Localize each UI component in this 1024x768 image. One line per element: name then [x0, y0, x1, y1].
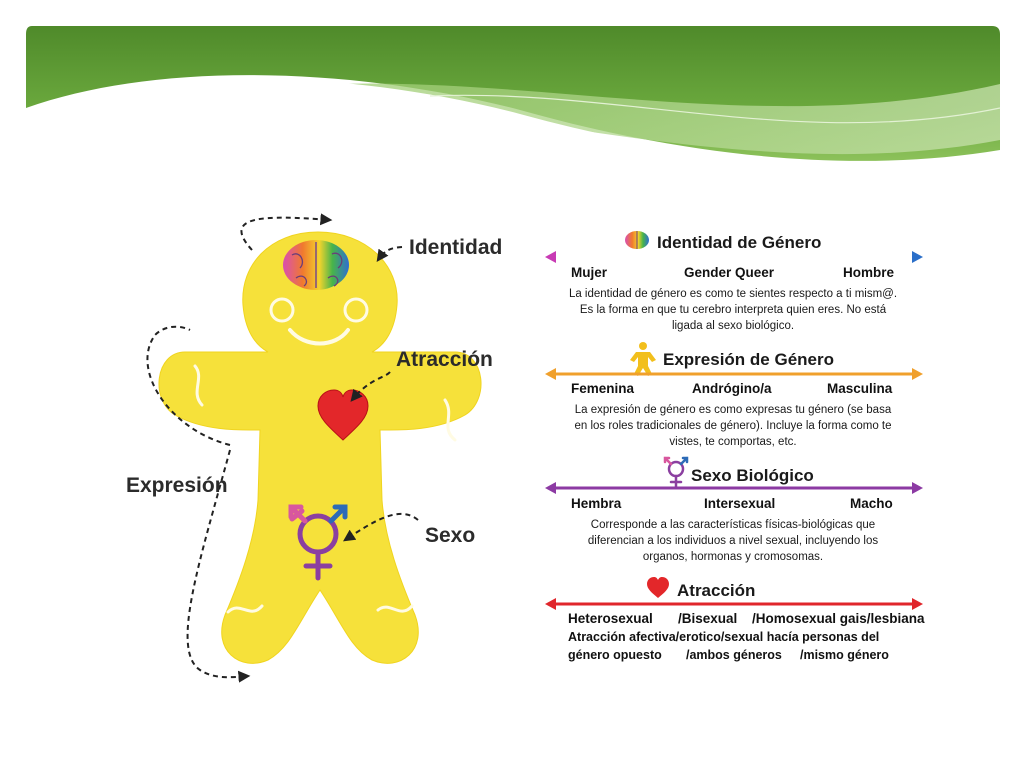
transgender-small-icon: [663, 456, 689, 489]
left-eye: [269, 297, 295, 323]
panel-title-identidad: Identidad de Género: [657, 233, 821, 252]
scale-femenina: Femenina: [571, 381, 635, 396]
arrow-identidad: [376, 246, 403, 262]
scale-hembra: Hembra: [571, 496, 622, 511]
arrow-atraccion: [350, 371, 391, 402]
right-eye: [343, 297, 369, 323]
desc-identidad-3: ligada al sexo biológico.: [672, 320, 794, 332]
arrow-top-loop: [240, 213, 333, 251]
person-icon: [630, 342, 656, 376]
banner-wave-white: [26, 78, 1000, 200]
panel-title-atraccion: Atracción: [677, 581, 755, 600]
brain-small-icon: [625, 231, 649, 249]
desc-atraccion-1: Atracción afectiva/erotico/sexual hacía …: [568, 630, 879, 644]
panel-atraccion: Atracción Heterosexual /Bisexual /Homose…: [545, 577, 925, 662]
desc-sexo-2: diferencian a los individuos a nivel sex…: [588, 535, 878, 547]
scale-heterosexual: Heterosexual: [568, 611, 653, 626]
gingerbread-figure: [158, 231, 482, 664]
scale-bisexual: /Bisexual: [678, 611, 737, 626]
panel-expresion: Expresión de Género Femenina Andrógino/a…: [545, 342, 923, 448]
heart-small-icon: [647, 577, 669, 598]
panel-title-expresion: Expresión de Género: [663, 350, 834, 369]
banner-wave-line: [429, 94, 1001, 124]
desc-expresion-3: vistes, te comportas, etc.: [669, 436, 796, 448]
scale-mujer: Mujer: [571, 265, 608, 280]
scale-hombre: Hombre: [843, 265, 894, 280]
scale-androgino: Andrógino/a: [692, 381, 772, 396]
icing-right-arm: [443, 398, 457, 442]
desc-identidad-2: Es la forma en que tu cerebro interpreta…: [580, 304, 887, 316]
label-expresion: Expresión: [126, 474, 228, 497]
panel-identidad: Identidad de Género Mujer Gender Queer H…: [545, 231, 923, 332]
scale-masculina: Masculina: [827, 381, 893, 396]
heart-icon: [317, 389, 369, 441]
desc-identidad-1: La identidad de género es como te siente…: [569, 288, 897, 300]
label-atraccion: Atracción: [396, 348, 493, 371]
arrow-expresion-loop: [146, 325, 231, 446]
desc-atraccion-mismo: /mismo género: [800, 648, 889, 662]
header-banner: [26, 26, 1001, 200]
scale-macho: Macho: [850, 496, 893, 511]
smile: [288, 328, 350, 346]
desc-atraccion-opuesto: género opuesto: [568, 648, 662, 662]
scale-intersexual: Intersexual: [704, 496, 775, 511]
icing-left-leg: [226, 604, 264, 614]
panel-title-sexo: Sexo Biológico: [691, 466, 814, 485]
label-identidad: Identidad: [409, 236, 502, 259]
banner-wave-light: [300, 83, 1000, 155]
icing-left-arm: [193, 364, 204, 407]
arrow-expresion-lower: [186, 449, 251, 683]
desc-expresion-2: en los roles tradicionales de género). I…: [574, 420, 891, 432]
transgender-symbol-icon: [288, 504, 348, 581]
desc-sexo-1: Corresponde a las características física…: [591, 519, 875, 531]
desc-atraccion-ambos: /ambos géneros: [686, 648, 782, 662]
figure-body: [158, 231, 482, 664]
brain-icon: [283, 240, 349, 290]
panel-sexo: Sexo Biológico Hembra Intersexual Macho …: [545, 456, 923, 563]
desc-sexo-3: organos, hormonas y cromosomas.: [643, 551, 823, 563]
icing-right-leg: [376, 604, 414, 613]
label-sexo: Sexo: [425, 524, 475, 547]
scale-gender-queer: Gender Queer: [684, 265, 775, 280]
desc-expresion-1: La expresión de género es como expresas …: [575, 404, 892, 416]
pointer-arrows: [146, 213, 419, 683]
scale-homosexual: /Homosexual gais/lesbiana: [752, 611, 925, 626]
